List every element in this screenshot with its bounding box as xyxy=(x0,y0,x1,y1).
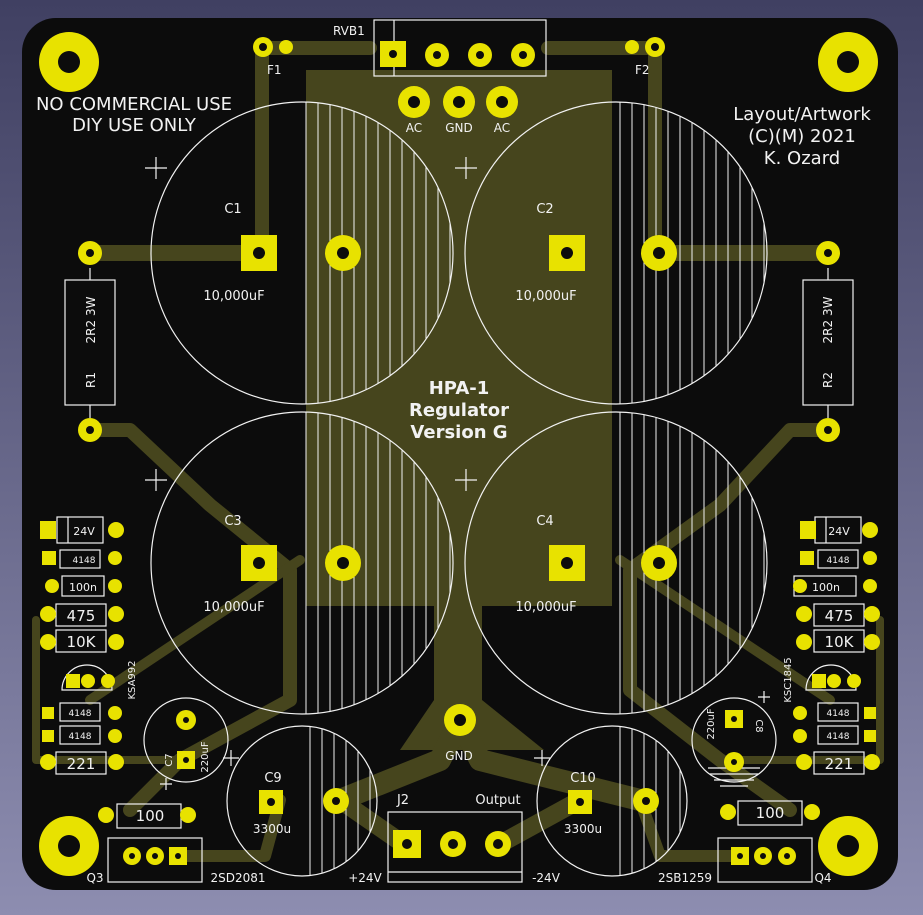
silk-outlines xyxy=(55,19,865,883)
c3-value: 10,000uF xyxy=(203,600,264,615)
r1-value: 2R2 3W xyxy=(84,296,98,343)
diode-left-3-label: 4148 xyxy=(69,732,92,742)
c3-label: C3 xyxy=(224,514,241,529)
c4-value: 10,000uF xyxy=(515,600,576,615)
c8-outline xyxy=(691,697,777,783)
res100-left-label: 100 xyxy=(136,807,165,825)
plus24-label: +24V xyxy=(348,871,382,885)
ac-left-label: AC xyxy=(406,121,422,135)
res10k-right-label: 10K xyxy=(825,633,855,651)
diode-right-3-label: 4148 xyxy=(827,732,850,742)
r2-value: 2R2 3W xyxy=(821,296,835,343)
q4-label: Q4 xyxy=(814,871,831,885)
title-line2: Regulator xyxy=(409,400,509,421)
res475-right-label: 475 xyxy=(825,607,854,625)
c4-label: C4 xyxy=(536,514,553,529)
output-label: Output xyxy=(475,793,520,808)
res475-left-label: 475 xyxy=(67,607,96,625)
cap-right-label: 100n xyxy=(812,581,840,594)
c10-label: C10 xyxy=(570,771,596,786)
q3-part: 2SD2081 xyxy=(210,871,265,885)
c1-outline xyxy=(150,101,454,405)
gnd-top-label: GND xyxy=(445,121,473,135)
q-left-part: KSA992 xyxy=(127,660,138,699)
notice-line1: NO COMMERCIAL USE xyxy=(36,94,232,115)
res221-left-label: 221 xyxy=(67,755,96,773)
c9-outline xyxy=(226,725,378,877)
gnd-bottom-label: GND xyxy=(445,749,473,763)
c3-outline xyxy=(150,411,454,715)
res10k-left-label: 10K xyxy=(67,633,97,651)
c2-value: 10,000uF xyxy=(515,289,576,304)
pad-layer xyxy=(39,32,880,876)
q3-label: Q3 xyxy=(86,871,103,885)
c2-label: C2 xyxy=(536,202,553,217)
r2-label: R2 xyxy=(821,372,835,388)
title-line1: HPA-1 xyxy=(429,378,490,399)
c2-outline xyxy=(464,101,768,405)
c7-value: 220uF xyxy=(200,741,211,772)
zener-left-label: 24V xyxy=(73,525,95,538)
res221-right-label: 221 xyxy=(825,755,854,773)
c9-label: C9 xyxy=(264,771,281,786)
c10-value: 3300u xyxy=(564,822,602,836)
silk-text: NO COMMERCIAL USE DIY USE ONLY Layout/Ar… xyxy=(36,24,871,885)
diode-right-1-label: 4148 xyxy=(827,556,850,566)
credit-line3: K. Ozard xyxy=(764,148,840,169)
c1-value: 10,000uF xyxy=(203,289,264,304)
c9-value: 3300u xyxy=(253,822,291,836)
zener-right-label: 24V xyxy=(828,525,850,538)
rvb1-outline xyxy=(373,19,547,77)
credit-line2: (C)(M) 2021 xyxy=(748,126,856,147)
j2-outline xyxy=(387,811,523,883)
c8-value: 220uF xyxy=(706,708,717,739)
c4-outline xyxy=(464,411,768,715)
f2-label: F2 xyxy=(635,63,650,77)
rvb1-label: RVB1 xyxy=(333,24,365,38)
cap-left-label: 100n xyxy=(69,581,97,594)
f1-label: F1 xyxy=(267,63,282,77)
j2-label: J2 xyxy=(396,793,409,808)
minus24-label: -24V xyxy=(532,871,561,885)
c7-label: C7 xyxy=(164,753,175,766)
q-right-part: KSC1845 xyxy=(783,657,794,702)
c7-outline xyxy=(143,697,229,783)
diode-left-1-label: 4148 xyxy=(73,556,96,566)
c10-outline xyxy=(536,725,688,877)
diode-left-2-label: 4148 xyxy=(69,709,92,719)
credit-line1: Layout/Artwork xyxy=(733,104,871,125)
c1-label: C1 xyxy=(224,202,241,217)
notice-line2: DIY USE ONLY xyxy=(72,115,197,136)
res100-right-label: 100 xyxy=(756,804,785,822)
r1-label: R1 xyxy=(84,372,98,388)
diode-right-2-label: 4148 xyxy=(827,709,850,719)
title-line3: Version G xyxy=(410,422,507,443)
c8-label: C8 xyxy=(753,719,764,732)
q4-part: 2SB1259 xyxy=(658,871,712,885)
ac-right-label: AC xyxy=(494,121,510,135)
